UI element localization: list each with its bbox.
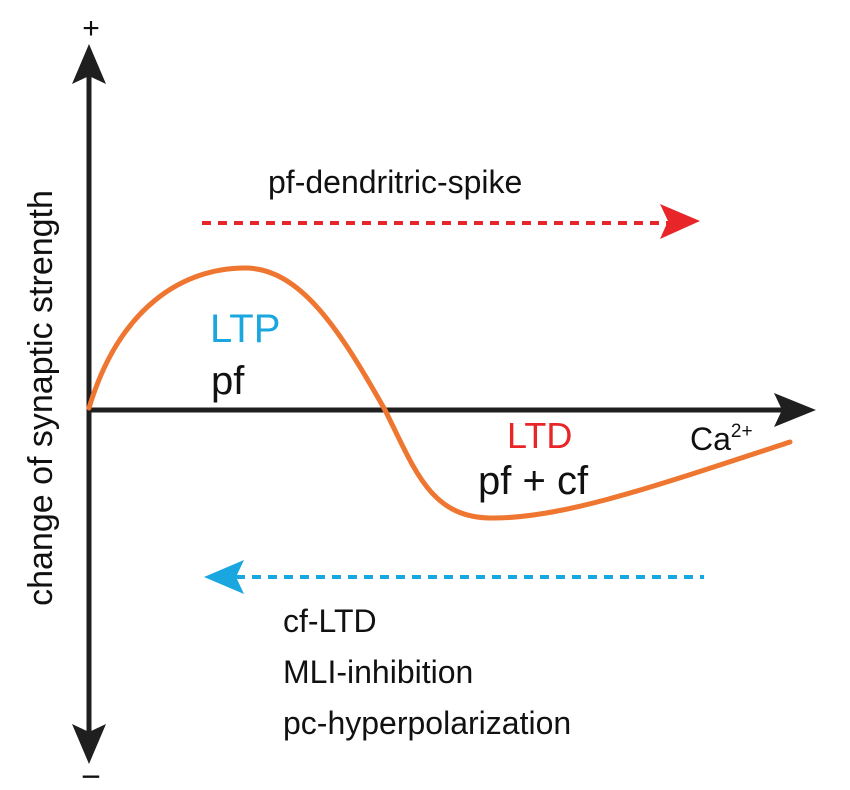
increase-arrow bbox=[202, 204, 700, 239]
increase-arrow-label: pf-dendritric-spike bbox=[268, 164, 522, 200]
decrease-arrow-label-1: cf-LTD bbox=[283, 603, 377, 639]
decrease-arrow-label-2: MLI-inhibition bbox=[283, 654, 473, 690]
ltd-label: LTD bbox=[507, 415, 572, 456]
y-axis-label: change of synaptic strength bbox=[22, 190, 60, 606]
x-axis-label-superscript: 2+ bbox=[731, 421, 753, 442]
decrease-arrow bbox=[204, 560, 704, 594]
increase-arrow-head bbox=[660, 204, 700, 239]
decrease-arrow-label-3: pc-hyperpolarization bbox=[283, 705, 571, 741]
ltd-input-label: pf + cf bbox=[478, 459, 589, 503]
y-axis-top-arrowhead bbox=[72, 44, 106, 84]
y-axis-bottom-arrowhead bbox=[72, 724, 106, 764]
y-axis-minus-sign: − bbox=[81, 758, 101, 790]
x-axis-label-base: Ca bbox=[690, 421, 731, 457]
x-axis-label: Ca2+ bbox=[690, 421, 753, 457]
x-axis-arrowhead bbox=[774, 393, 816, 427]
plasticity-curve bbox=[86, 265, 793, 521]
y-axis-plus-sign: + bbox=[82, 12, 100, 45]
ltp-label: LTP bbox=[210, 307, 280, 351]
ltp-input-label: pf bbox=[211, 359, 245, 403]
decrease-arrow-head bbox=[204, 560, 244, 594]
x-axis bbox=[89, 393, 816, 427]
